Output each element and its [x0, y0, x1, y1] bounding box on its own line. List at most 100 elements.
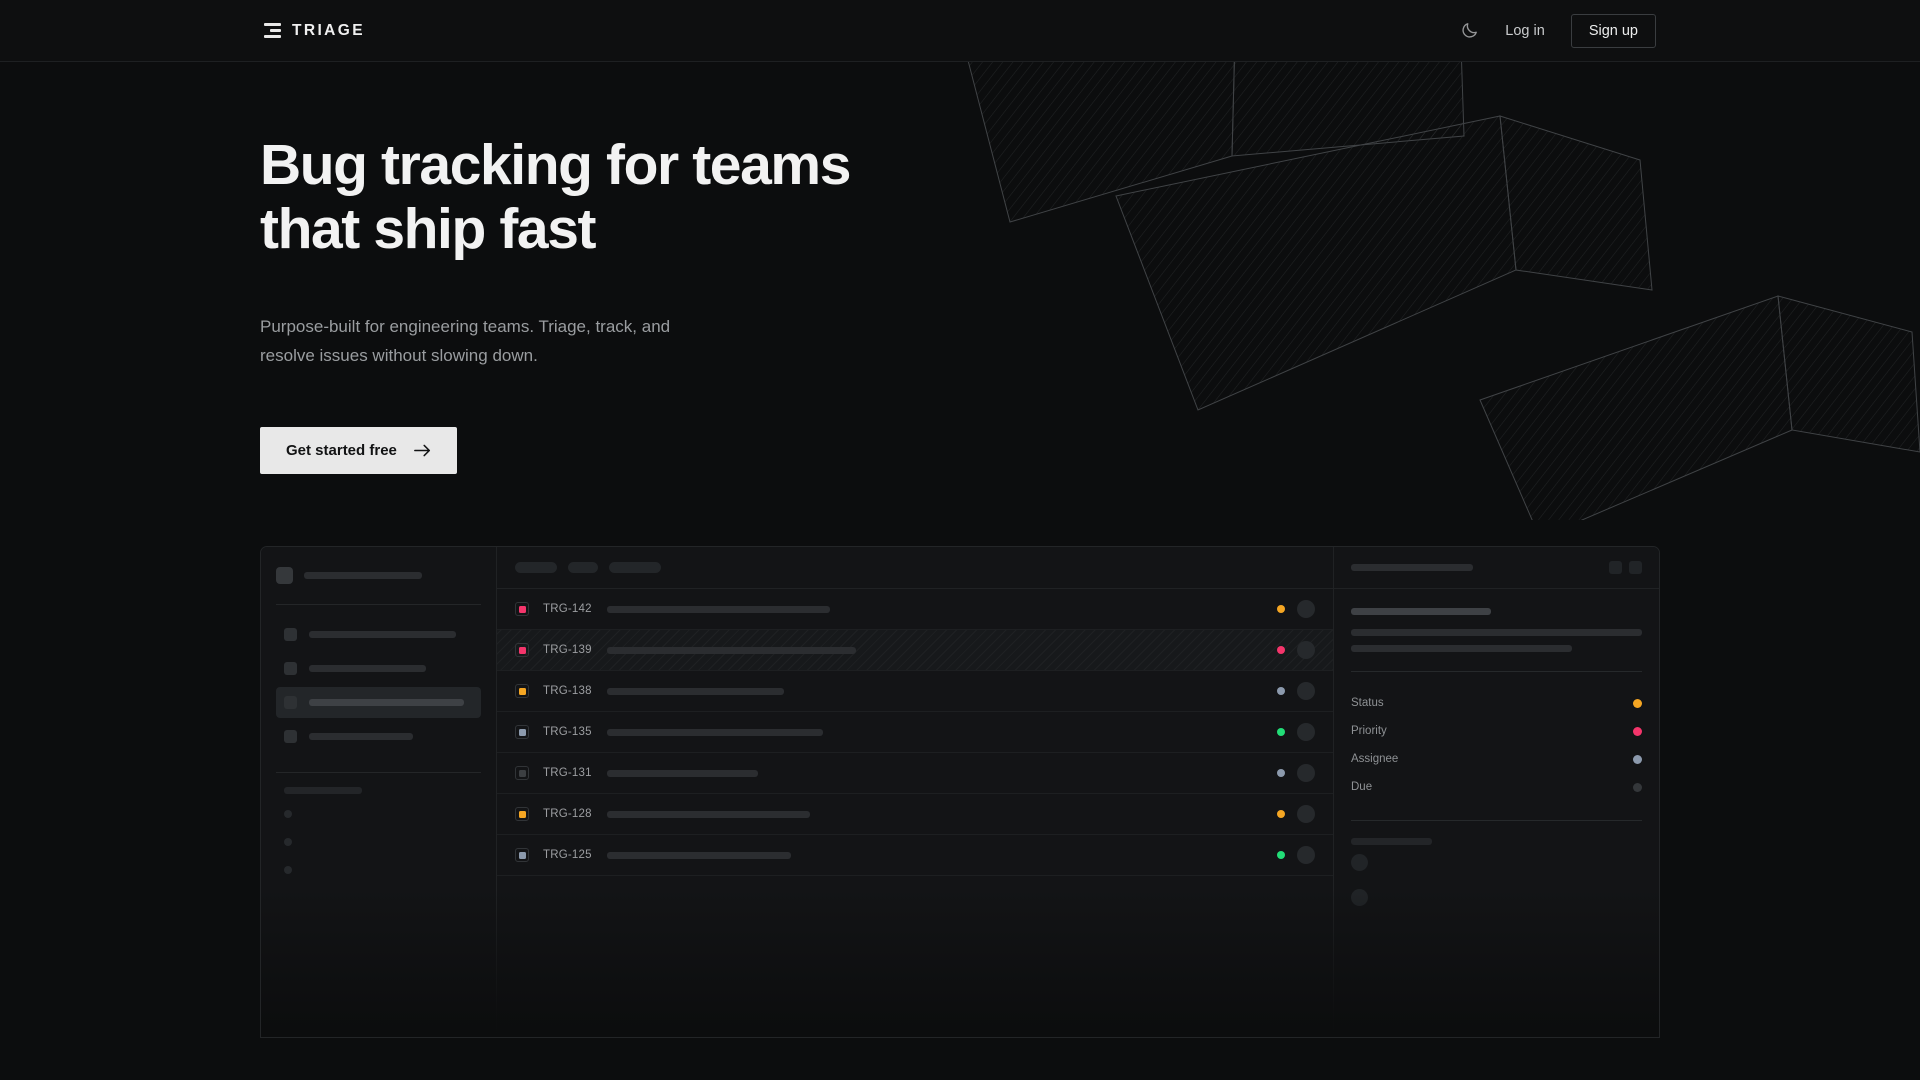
triage-logo-icon [264, 23, 281, 38]
sidebar-workspace[interactable] [276, 567, 481, 585]
issue-detail-panel: Status Priority Assignee Due [1334, 547, 1659, 1038]
issue-title-placeholder [607, 810, 1263, 818]
priority-badge [515, 725, 529, 740]
sidebar-subitem-2[interactable] [276, 828, 481, 856]
meta-row-priority[interactable]: Priority [1351, 717, 1642, 745]
app-window: TRG-142 TRG-139 [260, 546, 1660, 1039]
sidebar-item-icon [284, 730, 297, 744]
signup-button[interactable]: Sign up [1570, 13, 1656, 48]
sidebar-item-icon [284, 662, 297, 676]
status-dot [1277, 646, 1285, 655]
detail-action-button-1[interactable] [1609, 561, 1622, 575]
meta-value-dot [1633, 754, 1642, 764]
sidebar-item-label-placeholder [309, 699, 464, 707]
table-row[interactable]: TRG-142 [497, 589, 1333, 631]
workspace-name-placeholder [304, 572, 422, 580]
comment-item [1351, 880, 1642, 915]
table-row[interactable]: TRG-135 [497, 712, 1333, 754]
sidebar-item-3-active[interactable] [276, 687, 481, 719]
theme-toggle-button[interactable] [1460, 21, 1479, 40]
meta-value-dot [1633, 782, 1642, 792]
subtitle-line-2: resolve issues without slowing down. [260, 346, 538, 366]
issue-title-placeholder [607, 728, 1263, 736]
priority-badge [515, 807, 529, 822]
status-dot [1277, 687, 1285, 696]
issue-id: TRG-138 [543, 685, 592, 698]
sidebar-subitem-1[interactable] [276, 800, 481, 828]
detail-desc-line-2 [1351, 645, 1573, 653]
issue-title-placeholder [607, 605, 1263, 613]
detail-desc-line-1 [1351, 629, 1642, 637]
status-dot [1277, 851, 1285, 860]
get-started-button[interactable]: Get started free [260, 427, 457, 475]
sidebar-item-icon [284, 628, 297, 642]
avatar [1351, 889, 1368, 907]
sidebar-divider-bottom [276, 772, 481, 774]
avatar [1297, 764, 1315, 783]
priority-badge [515, 643, 529, 658]
table-row[interactable]: TRG-138 [497, 671, 1333, 713]
meta-row-assignee[interactable]: Assignee [1351, 745, 1642, 773]
issue-id: TRG-142 [543, 603, 592, 616]
issue-id: TRG-131 [543, 767, 592, 780]
meta-value-dot [1633, 726, 1642, 736]
brand-logo[interactable]: TRIAGE [264, 22, 365, 40]
detail-action-button-2[interactable] [1629, 561, 1642, 575]
table-row[interactable]: TRG-125 [497, 835, 1333, 877]
sidebar-item-4[interactable] [276, 721, 481, 752]
get-started-label: Get started free [286, 442, 397, 460]
sidebar-item-2[interactable] [276, 653, 481, 684]
avatar [1351, 854, 1368, 872]
sidebar-item-label-placeholder [309, 733, 413, 741]
detail-breadcrumb-placeholder [1351, 564, 1474, 572]
filter-chip-1[interactable] [515, 562, 557, 574]
status-dot [1277, 769, 1285, 778]
meta-label: Due [1351, 781, 1373, 794]
status-dot [1277, 728, 1285, 737]
bullet-icon [284, 838, 292, 847]
app-sidebar [261, 547, 497, 1038]
status-dot [1277, 605, 1285, 614]
sidebar-item-label-placeholder [309, 665, 427, 673]
filter-chip-2[interactable] [568, 562, 598, 574]
table-row[interactable]: TRG-131 [497, 753, 1333, 795]
detail-divider-2 [1351, 820, 1642, 822]
hero-subtitle: Purpose-built for engineering teams. Tri… [260, 312, 740, 372]
table-row[interactable]: TRG-128 [497, 794, 1333, 836]
issue-id: TRG-128 [543, 808, 592, 821]
priority-badge [515, 602, 529, 617]
meta-label: Status [1351, 697, 1384, 710]
issue-id: TRG-135 [543, 726, 592, 739]
priority-badge [515, 766, 529, 781]
avatar [1297, 846, 1315, 865]
filter-chip-3[interactable] [609, 562, 661, 574]
avatar [1297, 641, 1315, 660]
sidebar-subitem-3[interactable] [276, 856, 481, 884]
status-dot [1277, 810, 1285, 819]
login-link[interactable]: Log in [1505, 22, 1545, 39]
headline-line-2: that ship fast [260, 196, 596, 261]
meta-row-due[interactable]: Due [1351, 773, 1642, 801]
arrow-right-icon [413, 444, 430, 457]
top-navbar: TRIAGE Log in Sign up [0, 0, 1920, 62]
comment-item [1351, 845, 1642, 880]
meta-row-status[interactable]: Status [1351, 689, 1642, 717]
issue-list: TRG-142 TRG-139 [497, 547, 1334, 1038]
meta-label: Priority [1351, 725, 1387, 738]
detail-title-placeholder [1351, 608, 1491, 616]
issue-title-placeholder [607, 646, 1263, 654]
moon-icon [1462, 23, 1478, 38]
issue-title-placeholder [607, 769, 1263, 777]
priority-badge [515, 684, 529, 699]
table-row[interactable]: TRG-139 [497, 630, 1333, 672]
sidebar-item-label-placeholder [309, 631, 457, 639]
detail-header [1334, 547, 1659, 590]
sidebar-section-label-placeholder [284, 787, 362, 795]
detail-divider [1351, 671, 1642, 673]
brand-name: TRIAGE [292, 21, 365, 39]
bullet-icon [284, 810, 292, 819]
app-preview: TRG-142 TRG-139 [260, 546, 1660, 1039]
headline-line-1: Bug tracking for teams [260, 133, 851, 197]
sidebar-item-1[interactable] [276, 619, 481, 650]
